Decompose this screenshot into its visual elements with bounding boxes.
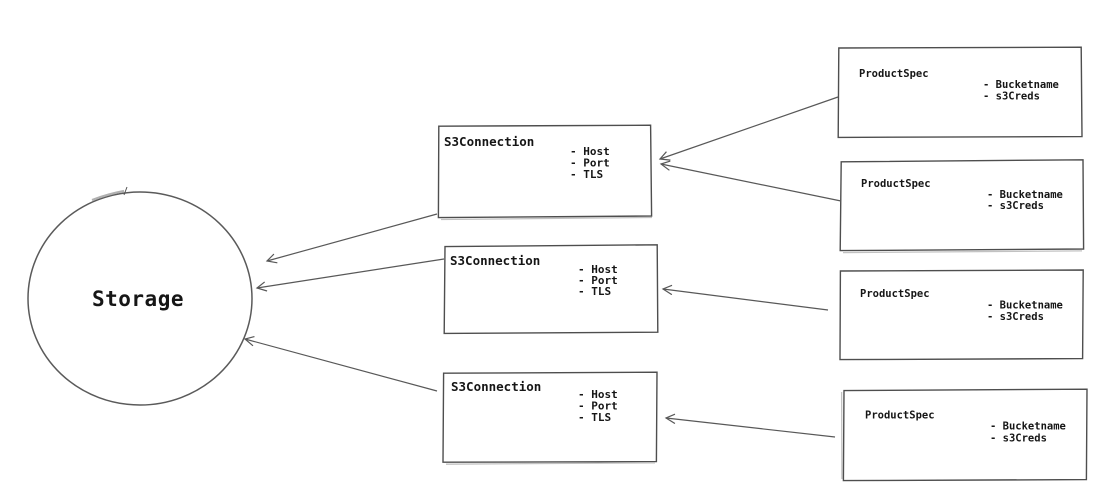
product-spec-rect-2 xyxy=(839,159,1085,252)
arrow-product-spec-2-to-s3-connection-1 xyxy=(661,164,842,202)
sketch-double-line xyxy=(842,250,1083,254)
arrow-product-spec-4-to-s3-connection-3 xyxy=(666,418,836,438)
storage-circle xyxy=(27,191,253,406)
product-spec-box-3: ProductSpec - Bucketname - s3Creds xyxy=(839,269,1084,361)
arrow-s3-connection-3-to-storage xyxy=(245,339,438,392)
s3-connection-attr-2-host: - Host xyxy=(578,263,618,276)
s3-connection-rect-3 xyxy=(442,371,658,463)
product-spec-rect-3 xyxy=(839,269,1084,361)
s3-connection-box-3: S3Connection - Host - Port - TLS xyxy=(442,371,658,465)
sketch-double-line xyxy=(445,462,656,465)
product-spec-title-3: ProductSpec xyxy=(860,288,930,300)
s3-connection-attr-2-tls: - TLS xyxy=(578,285,611,298)
s3-connection-attr-2-port: - Port xyxy=(578,274,618,287)
s3-connection-title-2: S3Connection xyxy=(450,253,540,268)
s3-connection-title-3: S3Connection xyxy=(451,379,541,394)
s3-connection-attr-3-host: - Host xyxy=(578,388,618,401)
product-spec-box-4: ProductSpec - Bucketname - s3Creds xyxy=(840,388,1088,482)
s3-connection-title-1: S3Connection xyxy=(444,134,534,149)
storage-node: Storage xyxy=(27,186,253,406)
arrow-s3-connection-2-to-storage xyxy=(257,258,445,288)
s3-connection-attr-1-host: - Host xyxy=(570,145,610,158)
s3-connection-attr-1-tls: - TLS xyxy=(570,168,603,181)
product-spec-title-4: ProductSpec xyxy=(865,410,935,422)
product-spec-box-2: ProductSpec - Bucketname - s3Creds xyxy=(839,159,1085,254)
s3-connection-box-1: S3Connection - Host - Port - TLS xyxy=(437,124,653,221)
s3-connection-attr-3-tls: - TLS xyxy=(578,411,611,424)
sketch-double-line xyxy=(440,216,653,221)
product-spec-attr-3-s3creds: - s3Creds xyxy=(987,311,1044,323)
product-spec-attr-2-s3creds: - s3Creds xyxy=(987,200,1044,212)
storage-label: Storage xyxy=(92,287,184,311)
arrow-s3-connection-1-to-storage xyxy=(267,213,438,261)
product-spec-attr-3-bucketname: - Bucketname xyxy=(987,300,1063,312)
product-spec-rect-4 xyxy=(842,388,1088,482)
product-spec-rect-1 xyxy=(837,46,1083,139)
arrow-product-spec-1-to-s3-connection-1 xyxy=(660,96,839,159)
sketch-tick xyxy=(123,186,128,196)
product-spec-attr-1-bucketname: - Bucketname xyxy=(983,79,1059,91)
arrow-product-spec-3-to-s3-connection-2 xyxy=(663,289,829,311)
sketch-overlap-stroke xyxy=(91,189,125,202)
product-spec-title-1: ProductSpec xyxy=(859,68,929,80)
product-spec-title-2: ProductSpec xyxy=(861,178,931,190)
s3-connection-box-2: S3Connection - Host - Port - TLS xyxy=(443,244,659,335)
product-spec-attr-2-bucketname: - Bucketname xyxy=(987,189,1063,201)
s3-connection-rect-1 xyxy=(437,124,653,219)
s3-connection-rect-2 xyxy=(443,244,659,335)
product-spec-attr-1-s3creds: - s3Creds xyxy=(983,91,1040,103)
s3-connection-attr-1-port: - Port xyxy=(570,157,610,170)
product-spec-attr-4-bucketname: - Bucketname xyxy=(990,421,1066,433)
product-spec-box-1: ProductSpec - Bucketname - s3Creds xyxy=(837,46,1083,139)
s3-connection-attr-3-port: - Port xyxy=(578,400,618,413)
product-spec-attr-4-s3creds: - s3Creds xyxy=(990,433,1047,445)
